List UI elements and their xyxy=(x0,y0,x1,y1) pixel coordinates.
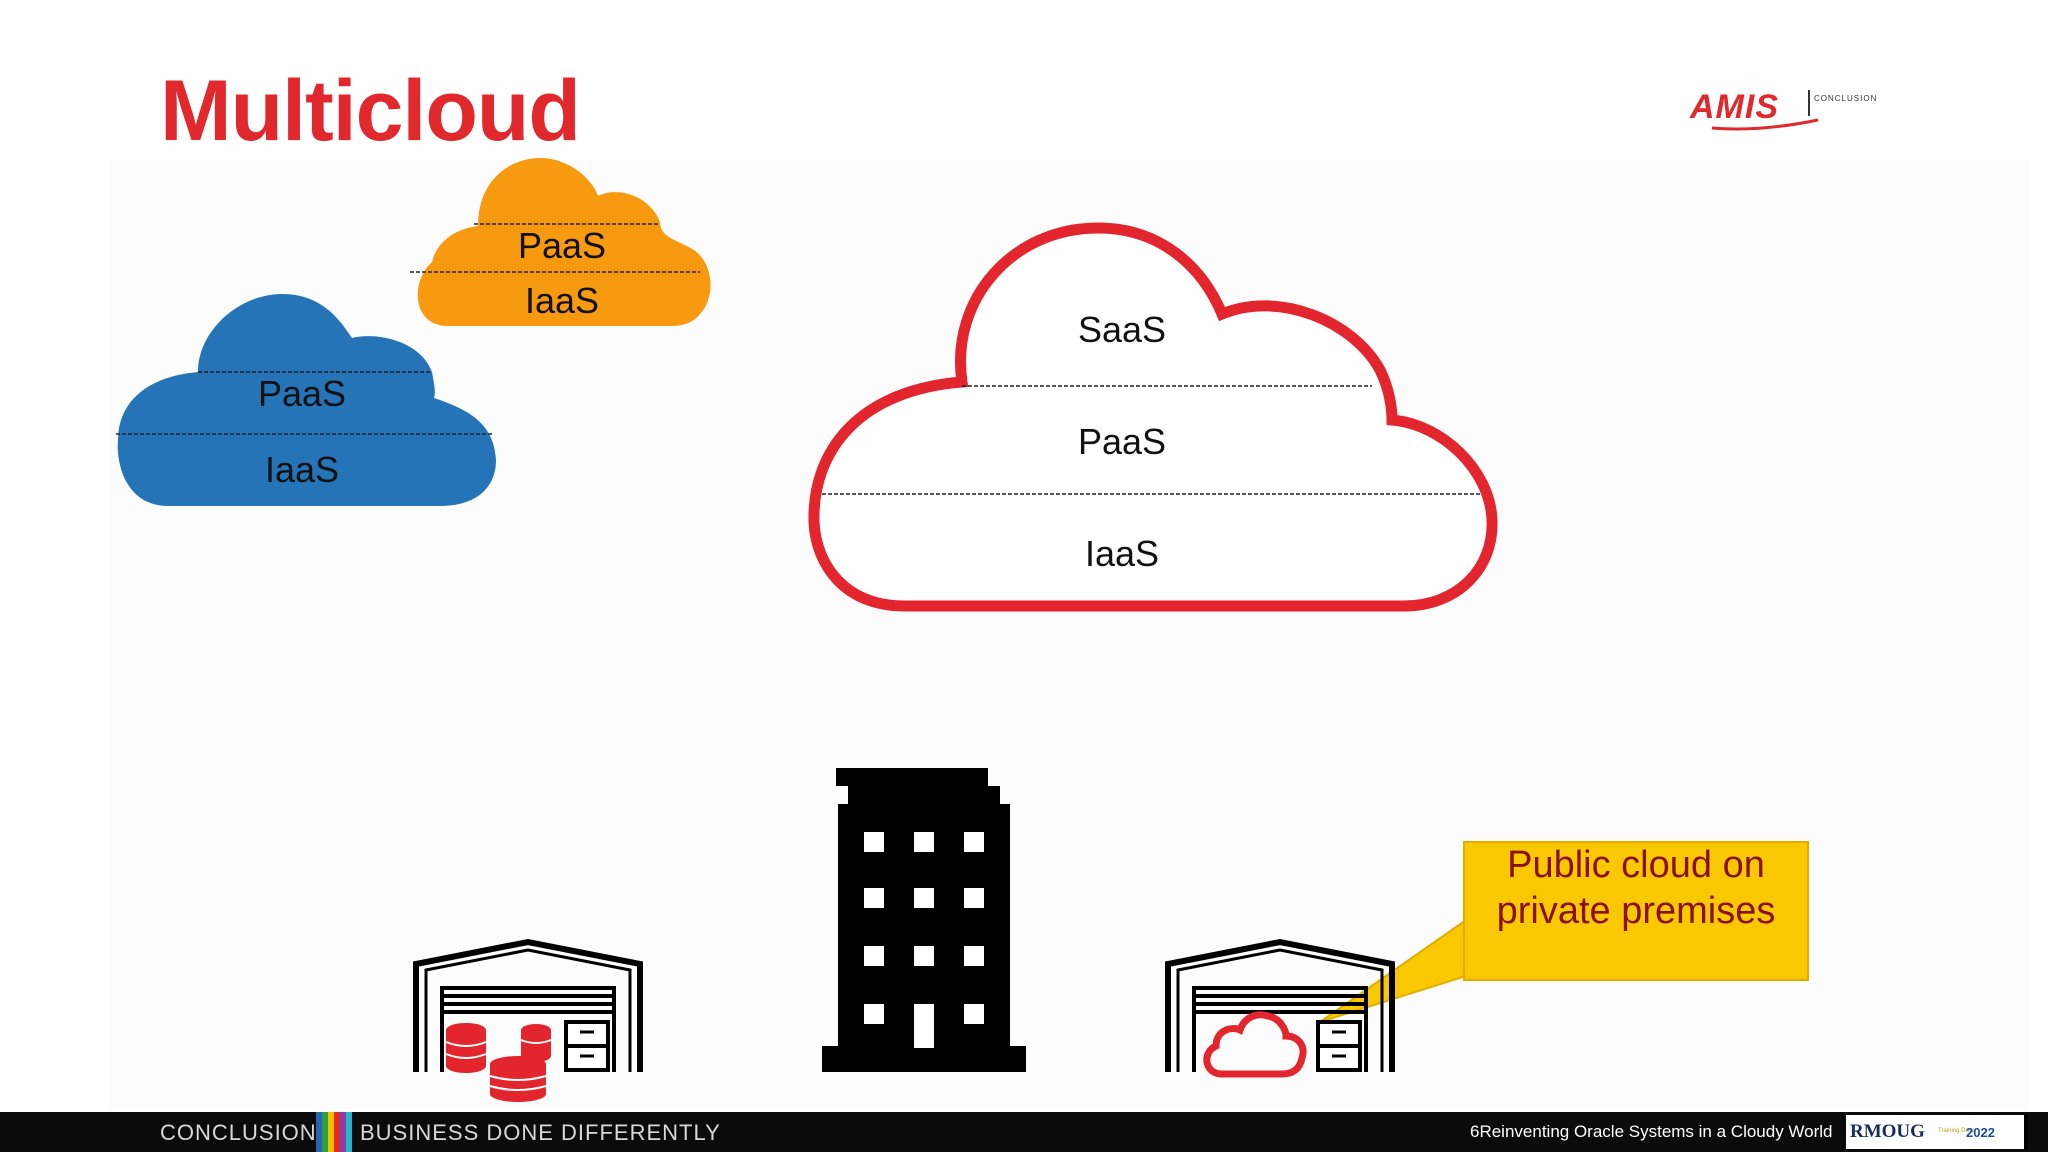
amis-logo-tagline: CONCLUSION xyxy=(1814,94,1878,103)
rmoug-logo: RMOUG Training Days 2022 xyxy=(1846,1115,2028,1149)
callout-box xyxy=(1463,841,1809,981)
blue-cloud-shape xyxy=(117,294,497,506)
small-cloud-icon xyxy=(1203,1011,1307,1078)
orange-cloud-shape xyxy=(417,158,711,326)
red-cloud-outline xyxy=(808,222,1498,612)
footer-bar: CONCLUSION BUSINESS DONE DIFFERENTLY 6Re… xyxy=(0,1112,2048,1152)
red-cloud: SaaS PaaS IaaS xyxy=(808,222,1498,612)
amis-swoosh-icon xyxy=(1711,118,1819,131)
red-cloud-iaas-label: IaaS xyxy=(1085,533,1159,574)
amis-logo-divider xyxy=(1808,90,1810,116)
slide-title: Multicloud xyxy=(160,63,581,159)
rmoug-logo-year: 2022 xyxy=(1966,1125,1995,1140)
rmoug-logo-subtitle: Training Days xyxy=(1938,1128,1975,1134)
warehouse-right-icon xyxy=(1165,938,1395,1078)
orange-cloud-iaas-label: IaaS xyxy=(525,280,599,321)
footer-conclusion: CONCLUSION xyxy=(160,1120,317,1145)
orange-cloud: PaaS IaaS xyxy=(410,158,711,326)
rmoug-logo-text: RMOUG xyxy=(1850,1121,1925,1142)
red-cloud-saas-label: SaaS xyxy=(1078,309,1166,350)
blue-cloud-paas-label: PaaS xyxy=(258,373,346,414)
amis-logo: AMIS CONCLUSION xyxy=(1690,88,1900,148)
footer-tagline: BUSINESS DONE DIFFERENTLY xyxy=(360,1120,721,1145)
callout-text: Public cloud on private premises xyxy=(1496,844,1776,932)
database-icon xyxy=(446,1023,551,1102)
footer-presentation-title: 6Reinventing Oracle Systems in a Cloudy … xyxy=(1470,1122,1833,1141)
amis-logo-text: AMIS xyxy=(1690,88,1779,126)
orange-cloud-paas-label: PaaS xyxy=(518,225,606,266)
office-building-icon xyxy=(822,768,1026,1072)
red-cloud-paas-label: PaaS xyxy=(1078,421,1166,462)
blue-cloud: PaaS IaaS xyxy=(116,294,497,506)
footer-color-stripes xyxy=(316,1112,352,1152)
blue-cloud-iaas-label: IaaS xyxy=(265,449,339,490)
warehouse-left-icon xyxy=(413,938,643,1102)
